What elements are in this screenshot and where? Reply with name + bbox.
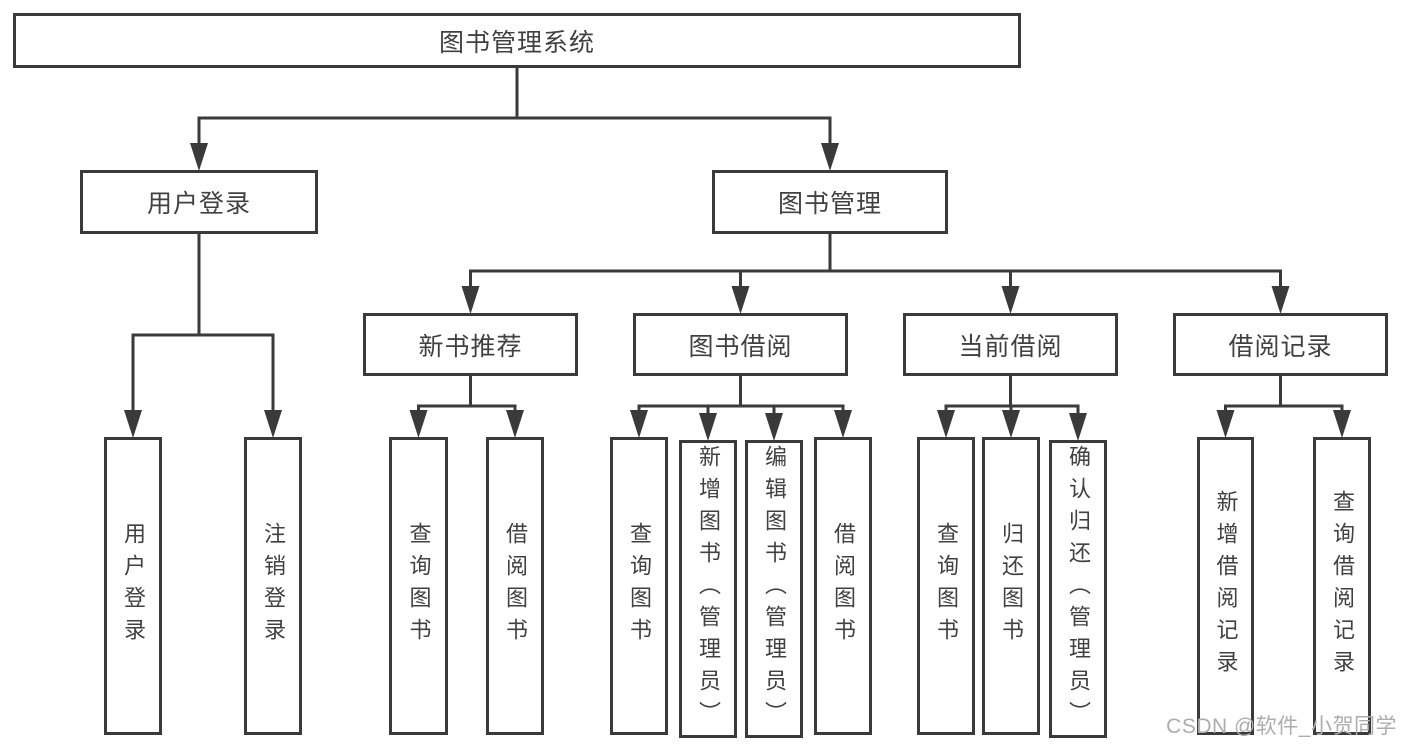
arrowhead-query-borrow-record (1333, 410, 1351, 438)
edge-book-borrow-borrow-book-action (739, 376, 845, 414)
node-label-new-book-rec: 新书推荐 (418, 332, 523, 361)
node-label-add-borrow-record: 新增借阅记录 (1213, 490, 1239, 682)
edge-user-login-logout-action (197, 234, 275, 414)
node-borrow-book-action: 借阅图书 (814, 437, 872, 735)
watermark-text: CSDN @软件_小贺同学 (1166, 715, 1397, 738)
node-label-edit-book-admin: 编辑图书（管理员） (762, 445, 787, 733)
arrowhead-confirm-return-admin (1069, 413, 1087, 441)
arrowhead-current-borrow (1001, 286, 1020, 314)
arrowhead-borrow-records (1271, 286, 1290, 314)
node-logout-action: 注销登录 (244, 437, 302, 735)
edge-new-book-rec-query-book-rec (417, 376, 472, 414)
node-edit-book-admin: 编辑图书（管理员） (745, 440, 803, 738)
arrowhead-borrow-book-rec (506, 410, 524, 438)
arrowhead-query-book-borrow (630, 410, 648, 438)
node-label-query-book-current: 查询图书 (934, 522, 959, 650)
arrowhead-query-book-rec (409, 410, 428, 438)
edge-new-book-rec-borrow-book-rec (469, 376, 517, 414)
node-label-book-mgmt: 图书管理 (777, 190, 882, 218)
arrowhead-return-book (1002, 410, 1020, 438)
edge-book-borrow-edit-book-admin (739, 376, 776, 417)
edge-book-mgmt-borrow-records (828, 234, 1282, 290)
arrowhead-query-book-current (937, 410, 955, 438)
edge-current-borrow-confirm-return-admin (1009, 376, 1080, 417)
arrowhead-user-login (190, 143, 208, 171)
node-label-query-book-rec: 查询图书 (406, 522, 432, 650)
edge-current-borrow-query-book-current (944, 376, 1012, 414)
edge-user-login-login-action (131, 234, 201, 414)
edge-book-mgmt-current-borrow (828, 234, 1012, 290)
node-label-book-borrow: 图书借阅 (688, 332, 793, 361)
arrowhead-add-borrow-record (1216, 410, 1235, 438)
node-label-current-borrow: 当前借阅 (958, 332, 1063, 361)
node-book-borrow: 图书借阅 (633, 313, 848, 376)
node-login-action: 用户登录 (104, 437, 162, 735)
edge-book-borrow-add-book-admin (706, 376, 742, 417)
node-query-book-rec: 查询图书 (389, 437, 448, 735)
node-current-borrow: 当前借阅 (903, 313, 1118, 376)
node-query-borrow-record: 查询借阅记录 (1313, 437, 1371, 735)
node-label-logout-action: 注销登录 (261, 522, 286, 650)
node-borrow-records: 借阅记录 (1173, 313, 1388, 376)
node-label-borrow-book-action: 借阅图书 (831, 522, 856, 650)
edge-root-book-mgmt (515, 68, 832, 147)
node-user-login: 用户登录 (80, 170, 318, 234)
arrowhead-login-action (124, 410, 142, 438)
node-confirm-return-admin: 确认归还（管理员） (1049, 440, 1107, 738)
node-label-user-login: 用户登录 (146, 190, 251, 218)
node-add-book-admin: 新增图书（管理员） (679, 440, 737, 738)
node-book-mgmt: 图书管理 (712, 170, 948, 234)
edge-borrow-records-query-borrow-record (1279, 376, 1344, 414)
arrowhead-book-borrow (731, 286, 750, 314)
node-label-return-book: 归还图书 (999, 522, 1024, 650)
node-label-root: 图书管理系统 (438, 28, 595, 57)
edge-borrow-records-add-borrow-record (1224, 376, 1282, 414)
node-label-borrow-records: 借阅记录 (1228, 332, 1333, 361)
node-add-borrow-record: 新增借阅记录 (1197, 437, 1254, 735)
node-label-query-book-borrow: 查询图书 (627, 522, 652, 650)
node-root: 图书管理系统 (13, 13, 1021, 68)
node-return-book: 归还图书 (982, 437, 1040, 735)
arrowhead-add-book-admin (699, 413, 717, 441)
node-new-book-rec: 新书推荐 (363, 313, 578, 376)
node-label-borrow-book-rec: 借阅图书 (503, 522, 528, 650)
edge-book-mgmt-book-borrow (739, 234, 832, 290)
node-label-confirm-return-admin: 确认归还（管理员） (1066, 445, 1091, 733)
node-label-add-book-admin: 新增图书（管理员） (696, 445, 721, 733)
arrowhead-book-mgmt (821, 143, 839, 171)
node-query-book-borrow: 查询图书 (610, 437, 668, 735)
node-borrow-book-rec: 借阅图书 (486, 437, 544, 735)
node-label-login-action: 用户登录 (121, 522, 146, 650)
arrowhead-logout-action (264, 410, 282, 438)
edge-root-user-login (197, 68, 519, 147)
edge-book-borrow-query-book-borrow (637, 376, 742, 414)
node-query-book-current: 查询图书 (917, 437, 975, 735)
arrowhead-edit-book-admin (765, 413, 783, 441)
arrowhead-new-book-rec (461, 286, 480, 314)
arrowhead-borrow-book-action (834, 410, 852, 438)
edge-book-mgmt-new-book-rec (469, 234, 832, 290)
node-label-query-borrow-record: 查询借阅记录 (1330, 490, 1355, 682)
